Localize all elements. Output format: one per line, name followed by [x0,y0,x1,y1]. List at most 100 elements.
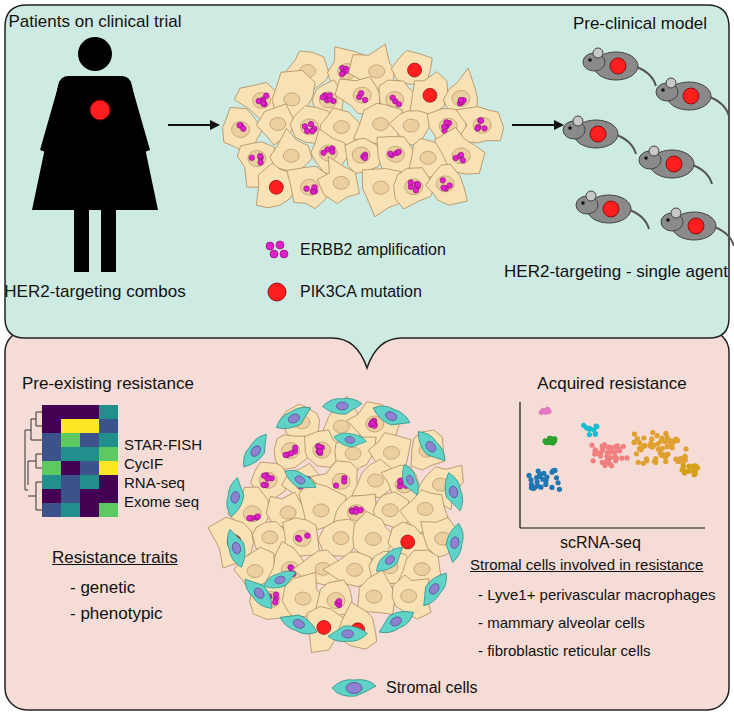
stromal-cell [389,615,403,628]
stromal-cell [416,568,452,609]
bottom-panel [5,330,729,710]
scatter-plot [613,454,618,459]
tumor-cells [321,150,327,156]
section-heading: Resistance traits [52,548,178,568]
tumor-cells [247,565,263,578]
heatmap [42,475,61,489]
tumor-cells [256,163,295,208]
legend-swatch [268,283,286,301]
scatter-plot [612,450,617,455]
stromal-cell [416,568,452,609]
mouse-model [573,116,583,126]
stromal-cell [370,401,413,432]
tumor-cells [362,155,368,161]
stromal-cell [333,431,368,450]
mouse-model [610,58,626,74]
scatter-plot [632,439,637,444]
stromal-cell [384,554,397,566]
tumor-cells [353,87,371,103]
tumor-cells [333,483,339,489]
legend-text: Stromal cells [386,679,478,697]
heatmap [99,405,118,419]
tumor-cells [281,443,299,459]
scatter-plot [592,452,597,457]
stromal-cell [322,398,362,415]
tumor-cells [332,473,350,489]
tumor-cells [241,126,247,132]
tumor-cells [401,590,417,603]
heatmap [99,447,118,461]
tumor-cells [352,147,370,163]
scatter-plot [675,459,680,464]
mouse-model [683,88,699,104]
tumor-cells [357,570,395,614]
tumor-cells [475,126,481,132]
tumor-cells [320,94,326,100]
scatter-plot [636,460,641,465]
scatter-plot [609,463,614,468]
scatter-plot [641,461,646,466]
text-label: Acquired resistance [537,374,686,394]
tumor-cells [273,592,279,598]
text-label: HER2-targeting combos [4,282,185,302]
tumor-cells [345,447,361,460]
tumor-cells [362,97,368,103]
tumor-cells [447,183,453,189]
tumor-cells [327,593,345,609]
tumor-cells [247,515,253,521]
text-label: HER2-targeting - single agent [504,262,728,282]
stromal-cell [441,471,466,513]
tumor-cells [255,514,261,520]
scatter-plot [600,447,605,452]
tumor-cells [347,563,363,576]
heatmap [80,489,99,503]
stromal-cell [372,544,408,577]
scatter-plot [640,444,645,449]
mouse-model [666,218,670,222]
legend-swatch [262,280,292,304]
text-label: - genetic [70,578,135,598]
heatmap [99,475,118,489]
stromal-cell [292,618,306,630]
scatter-plot [650,430,655,435]
tumor-cells [272,600,278,606]
mouse-model [603,201,619,217]
tumor-cells [444,120,450,126]
scatter-plot [587,426,592,431]
tumor-cells [482,126,488,132]
tumor-cells [313,442,331,458]
stromal-cell [398,462,422,497]
mouse-model [568,126,572,130]
mouse-model [688,218,704,234]
patient-figure [90,100,110,120]
stromal-cell [278,608,321,639]
scatter-plot [519,402,520,528]
mouse-model [644,156,648,160]
tumor-cells [365,532,381,545]
heatmap [80,405,99,419]
heatmap [61,461,80,475]
stromal-cell [224,476,247,518]
mouse-model [666,78,676,88]
stromal-cell [328,625,368,642]
mouse-model [563,48,734,246]
stromal-cell [441,471,466,513]
scatter-plot [591,458,596,463]
stromal-cell [273,403,315,435]
tumor-cells [440,178,446,184]
top-panel [5,5,729,368]
stromal-cell [252,586,266,600]
heatmap [99,489,118,503]
stromal-cell [427,582,441,596]
tumor-cells [313,504,329,517]
text-label: Pre-existing resistance [22,374,194,394]
scatter-plot [663,431,668,436]
stromal-cell [231,541,242,554]
bottom-panel [5,330,729,710]
mouse-model [590,126,606,142]
scatter-plot [683,446,688,451]
scatter-plot [687,464,692,469]
scatter-plot [644,456,649,461]
tumor-cells [339,71,345,77]
tumor-cells [441,185,447,191]
